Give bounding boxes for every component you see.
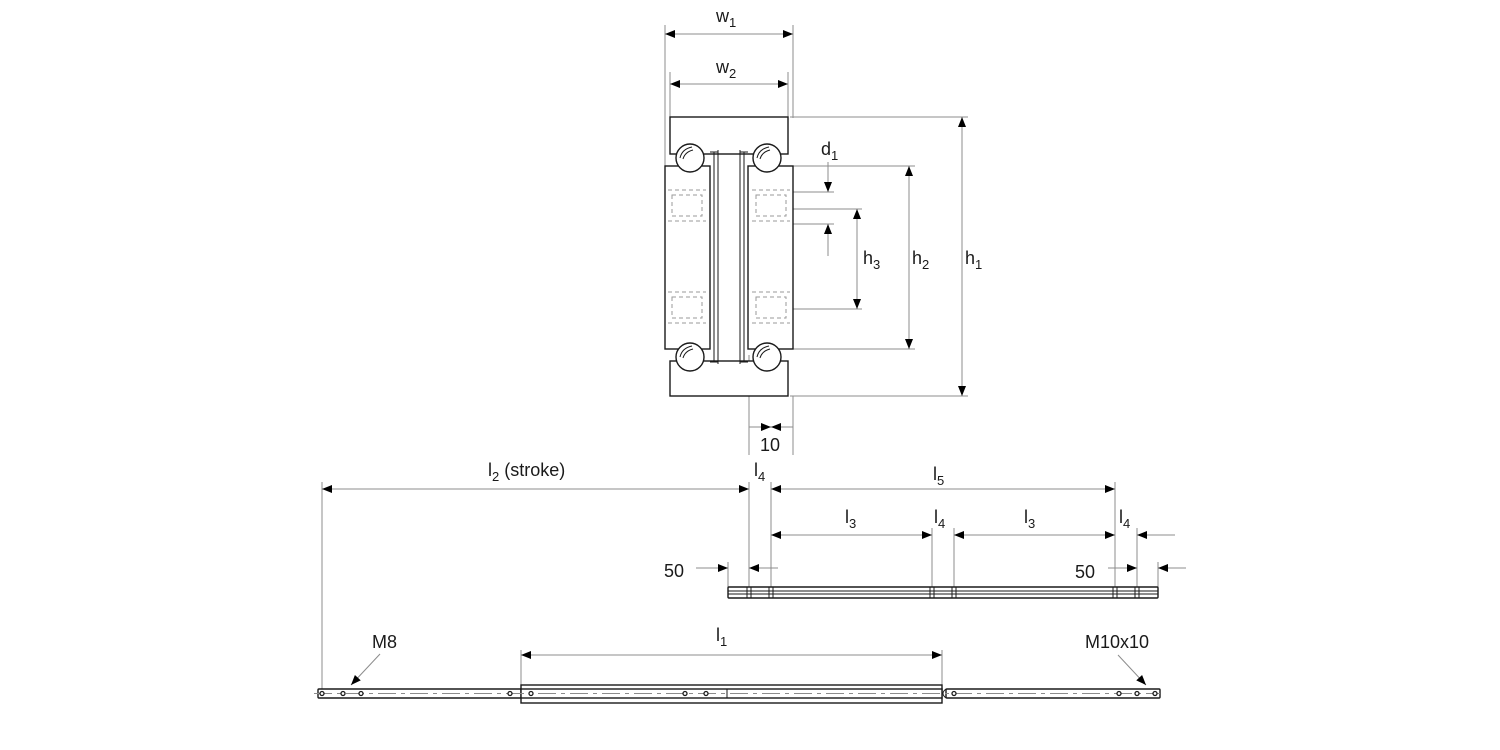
h1-label: h1 — [965, 248, 982, 272]
h3-label: h3 — [863, 248, 880, 272]
width-10-label: 10 — [760, 435, 780, 455]
hole — [1134, 690, 1140, 697]
l4-label-right: l4 — [1119, 507, 1130, 531]
cross-section-view: w1 w2 h1 h2 h3 d1 10 — [664, 6, 982, 455]
thread-m10x10-leader — [1117, 654, 1147, 686]
ball-bearing-bottom-left — [675, 342, 705, 372]
w1-label: w1 — [715, 6, 736, 30]
top-view: l2 (stroke) l4 l5 l3 l4 l3 l4 50 50 — [321, 460, 1186, 690]
h2-label: h2 — [912, 248, 929, 272]
hole — [1116, 690, 1122, 697]
edge-50-label-left: 50 — [664, 561, 684, 581]
hole — [528, 690, 534, 697]
hole — [319, 690, 325, 697]
ball-bearing-top-left — [675, 143, 705, 173]
right-carriage — [739, 150, 794, 364]
l3-label-left: l3 — [845, 507, 856, 531]
rail-top-view — [727, 586, 1159, 599]
side-view: l1 M8 M10x10 — [314, 625, 1161, 704]
l3-label-right: l3 — [1024, 507, 1035, 531]
ball-bearing-bottom-right — [752, 342, 782, 372]
d1-label: d1 — [821, 139, 838, 163]
hole — [1152, 690, 1158, 697]
hole — [340, 690, 346, 697]
rail-notch — [942, 688, 947, 699]
hole — [358, 690, 364, 697]
l4-label: l4 — [754, 460, 765, 484]
l5-label: l5 — [933, 464, 944, 488]
ball-bearing-top-right — [752, 143, 782, 173]
hole — [682, 690, 688, 697]
l4-label-middle: l4 — [934, 507, 945, 531]
thread-m8-leader — [350, 653, 381, 686]
l2-stroke-label: l2 (stroke) — [488, 460, 565, 484]
edge-50-label-right: 50 — [1075, 562, 1095, 582]
thread-m8-label: M8 — [372, 632, 397, 652]
w2-label: w2 — [715, 57, 736, 81]
thread-m10x10-label: M10x10 — [1085, 632, 1149, 652]
hole — [507, 690, 513, 697]
l1-label: l1 — [716, 625, 727, 649]
left-carriage — [664, 150, 719, 364]
mounting-holes — [319, 690, 1158, 697]
hole — [703, 690, 709, 697]
hole — [951, 690, 957, 697]
